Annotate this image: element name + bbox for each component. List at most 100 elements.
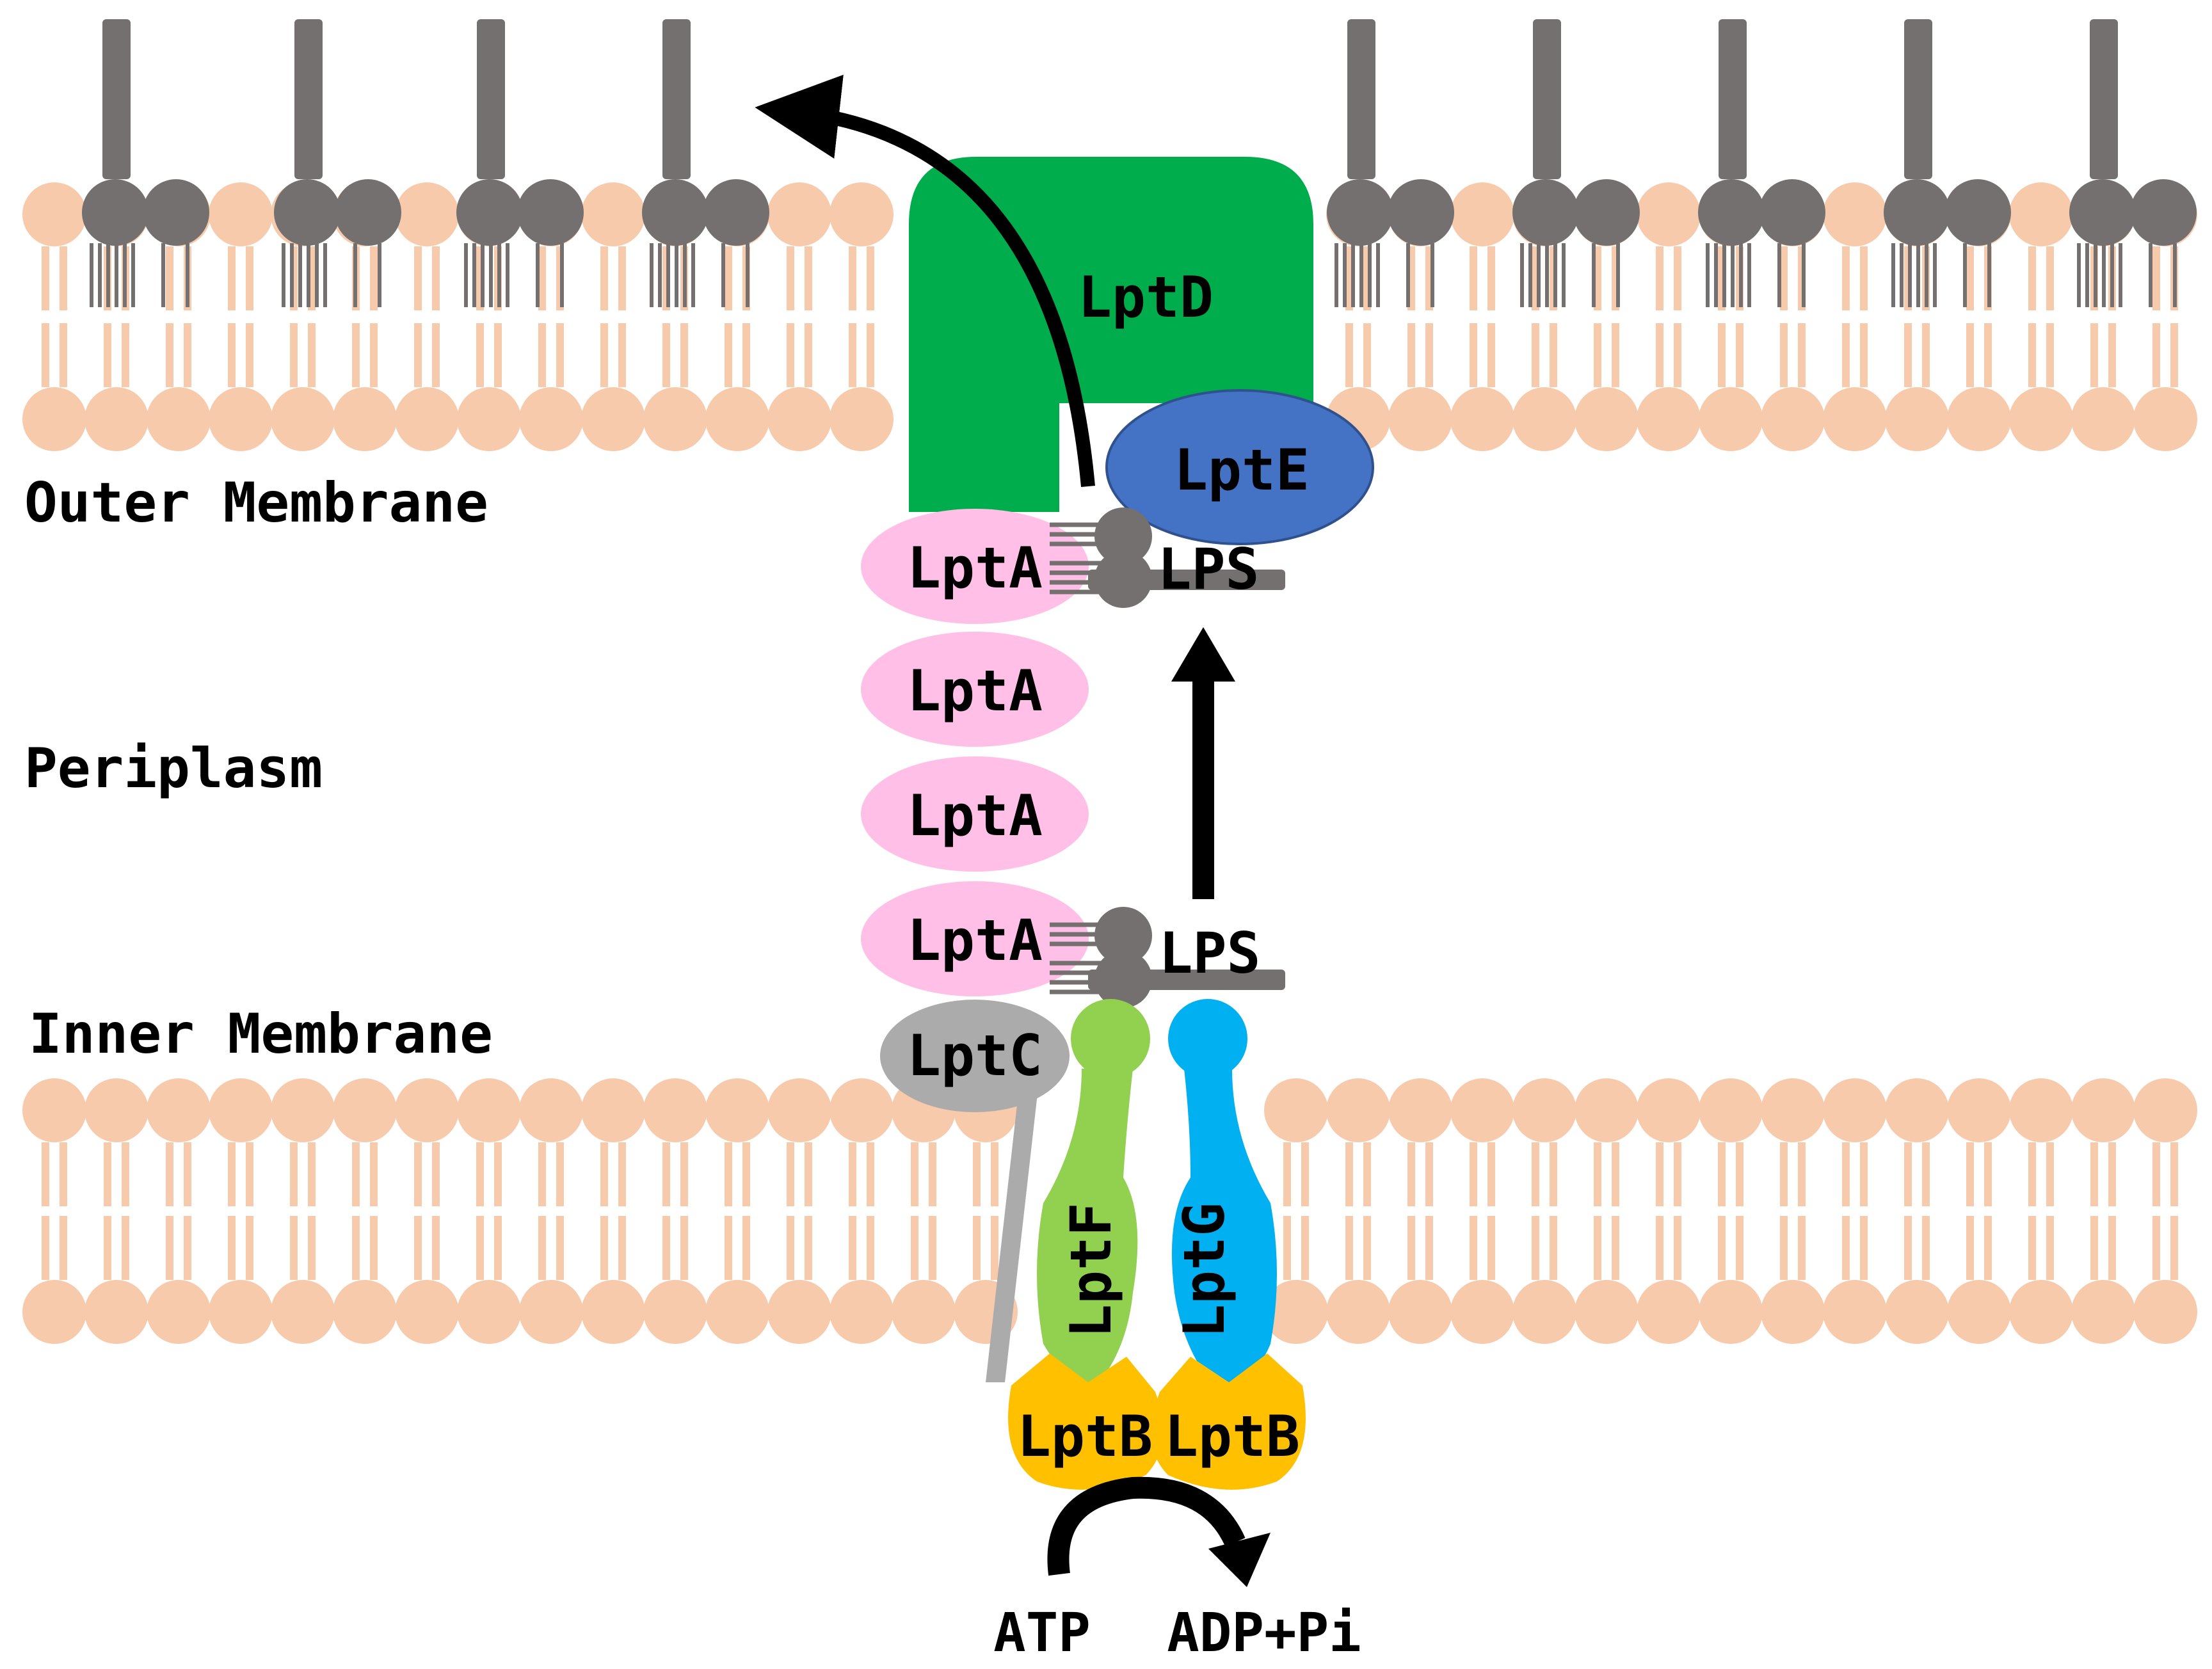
lipid-tail [867, 246, 874, 310]
lptd-label: LptD [1078, 264, 1214, 330]
lipid-tail [556, 323, 564, 387]
lps-acyl-chain [1537, 243, 1541, 307]
lipid-tail [246, 1216, 253, 1280]
lps-acyl-chain [1933, 243, 1937, 307]
lipid-head [1947, 1078, 2011, 1142]
lipid-tail [1283, 1142, 1291, 1206]
lipid-tail [1470, 323, 1477, 387]
lipid-head [333, 387, 397, 451]
lps-molecule-upper [1050, 507, 1285, 608]
lpta-protein-2 [861, 632, 1089, 747]
lipid-head [643, 1280, 707, 1344]
lipid-tail [1594, 323, 1601, 387]
lipid-tail [1550, 323, 1557, 387]
lipid-tail [1363, 323, 1371, 387]
lipid-tail [1612, 323, 1619, 387]
lipid-tail [1532, 1216, 1539, 1280]
lipid-tail [60, 323, 67, 387]
lps-acyl-chain [560, 243, 564, 307]
lipid-tail [618, 1216, 626, 1280]
lipid-tail [991, 1216, 998, 1280]
lps-lipid-a-head [1759, 179, 1825, 246]
lipid-tail [494, 1216, 502, 1280]
lipid-head [1264, 1280, 1328, 1344]
lps-acyl-chain [2094, 243, 2097, 307]
lipid-tail [1656, 246, 1663, 310]
lipid-head [1637, 387, 1701, 451]
lipid-tail [1487, 323, 1495, 387]
lps-acyl-chain [472, 243, 476, 307]
lps-acyl-chain [1731, 243, 1735, 307]
lipid-head [705, 1078, 769, 1142]
lipid-tail [1487, 1216, 1495, 1280]
lpta-protein-3 [861, 756, 1089, 872]
lps-acyl-chain [464, 243, 468, 307]
lps-oantigen-stem [662, 19, 691, 179]
lipid-head [830, 387, 894, 451]
lipid-tail [1656, 323, 1663, 387]
lipid-tail [1984, 1142, 1992, 1206]
lipid-tail [1532, 1142, 1539, 1206]
lipid-head [830, 182, 894, 246]
lipid-tail [2090, 1142, 2098, 1206]
lipid-tail [662, 323, 670, 387]
lipid-tail [1363, 1216, 1371, 1280]
lps-acyl-chain [1343, 243, 1347, 307]
lipid-head [1326, 1078, 1390, 1142]
lipid-tail [725, 246, 732, 310]
lipid-tail [370, 246, 378, 310]
lipid-head [84, 1078, 148, 1142]
lps-acyl-chain [1334, 243, 1338, 307]
lipid-head [2071, 1078, 2135, 1142]
inner-membrane-bilayer [22, 1078, 2197, 1344]
lipid-tail [60, 1216, 67, 1280]
lipid-tail [184, 1216, 191, 1280]
lps-acyl-chain [1925, 243, 1928, 307]
lps-acyl-chain [1916, 243, 1920, 307]
lipid-tail [1674, 323, 1681, 387]
lipid-tail [1922, 323, 1930, 387]
lptb-protein-left [1008, 1354, 1163, 1490]
lps-acyl-chain [746, 243, 749, 307]
lipid-tail [2152, 1216, 2160, 1280]
lipid-tail [725, 1216, 732, 1280]
lipid-tail [228, 246, 236, 310]
lipid-tail [556, 1142, 564, 1206]
lipid-tail [1674, 246, 1681, 310]
lps-lipid-a-head [517, 179, 584, 246]
lps-oantigen-stem [1347, 19, 1375, 179]
lipid-head [1699, 1280, 1763, 1344]
lipid-tail [680, 1216, 688, 1280]
lipid-head [2133, 1078, 2197, 1142]
lps-acyl-chain [1368, 243, 1372, 307]
lipid-head [2071, 387, 2135, 451]
lipid-tail [1425, 323, 1433, 387]
lipid-head [1947, 387, 2011, 451]
lipid-head [209, 182, 273, 246]
lipid-tail [725, 323, 732, 387]
outer-membrane-bilayer [22, 182, 2197, 451]
lipid-head [147, 1280, 211, 1344]
lipid-tail [849, 1216, 856, 1280]
lps-acyl-chain [115, 243, 118, 307]
lipid-head [84, 387, 148, 451]
lipid-tail [1550, 1142, 1557, 1206]
lipid-tail [1487, 246, 1495, 310]
lipid-tail [2046, 323, 2054, 387]
lipid-tail [166, 323, 173, 387]
lipid-tail [2028, 246, 2036, 310]
lipid-head [767, 387, 831, 451]
lipid-tail [1780, 1142, 1788, 1206]
lps-acyl-chain [481, 243, 485, 307]
lipid-tail [1425, 1142, 1433, 1206]
lipid-tail [370, 1142, 378, 1206]
lipid-head [457, 1280, 521, 1344]
lps-lipid-a-head [1327, 179, 1393, 246]
lipid-tail [476, 1216, 484, 1280]
lps-acyl-chain [1777, 243, 1781, 307]
lipid-head [209, 1078, 273, 1142]
lipid-tail [1860, 246, 1868, 310]
lipid-tail [414, 1216, 422, 1280]
lpta-label-4: LptA [907, 907, 1043, 973]
